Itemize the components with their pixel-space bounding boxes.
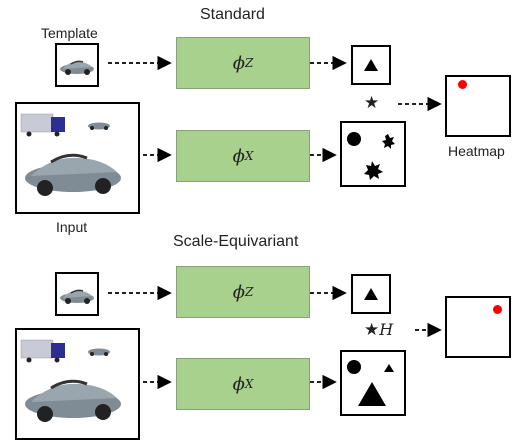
phi-z-subscript-se: Z (244, 285, 254, 299)
car-icon (60, 60, 94, 75)
triangle-icon (364, 288, 378, 300)
template-feature-map-se (351, 274, 391, 314)
heatmap-label: Heatmap (448, 143, 505, 159)
phi-z-subscript: Z (244, 56, 254, 70)
triangle-icon (364, 59, 378, 71)
heatmap-peak (458, 80, 467, 89)
template-label: Template (41, 25, 98, 41)
heatmap-se (445, 296, 511, 358)
heatmap-peak-se (493, 305, 502, 314)
input-feature-map-content (347, 132, 395, 180)
phi-x-subscript-se: X (244, 377, 254, 391)
phi-x-subscript: X (244, 149, 254, 163)
input-image-content (20, 113, 121, 196)
triangle-icon (384, 364, 394, 372)
template-image-se (55, 272, 99, 316)
car-icon (25, 153, 121, 196)
section-title-standard: Standard (200, 6, 265, 23)
car-icon (88, 122, 110, 130)
star-subscript: H (379, 320, 394, 339)
truck-icon (20, 339, 65, 363)
star-h-operator: ★H (364, 321, 393, 339)
input-image-se-content (20, 339, 121, 422)
car-icon (60, 289, 94, 304)
phi-z-label-se: ϕ (232, 281, 245, 303)
car-icon (88, 348, 110, 356)
star-icon: ★ (364, 320, 380, 339)
phi-x-label: ϕ (232, 145, 245, 167)
starburst-icon (382, 134, 395, 149)
car-icon (25, 379, 121, 422)
truck-icon (20, 113, 65, 137)
heatmap (445, 75, 511, 137)
input-feature-map (340, 121, 406, 187)
input-feature-map-se (340, 350, 406, 416)
section-title-scale-equivariant: Scale-Equivariant (173, 233, 299, 250)
circle-icon (347, 132, 361, 146)
input-feature-map-se-content (347, 360, 394, 406)
template-feature-map (351, 45, 391, 85)
phi-x-label-se: ϕ (232, 373, 245, 395)
circle-icon (347, 360, 361, 374)
phi-z-label: ϕ (232, 52, 245, 74)
input-image-se (15, 328, 140, 440)
template-image (55, 43, 99, 87)
star-icon: ★ (364, 93, 380, 112)
input-label: Input (56, 219, 88, 235)
input-image (15, 102, 140, 214)
starburst-icon (364, 161, 383, 180)
triangle-icon (358, 382, 386, 406)
